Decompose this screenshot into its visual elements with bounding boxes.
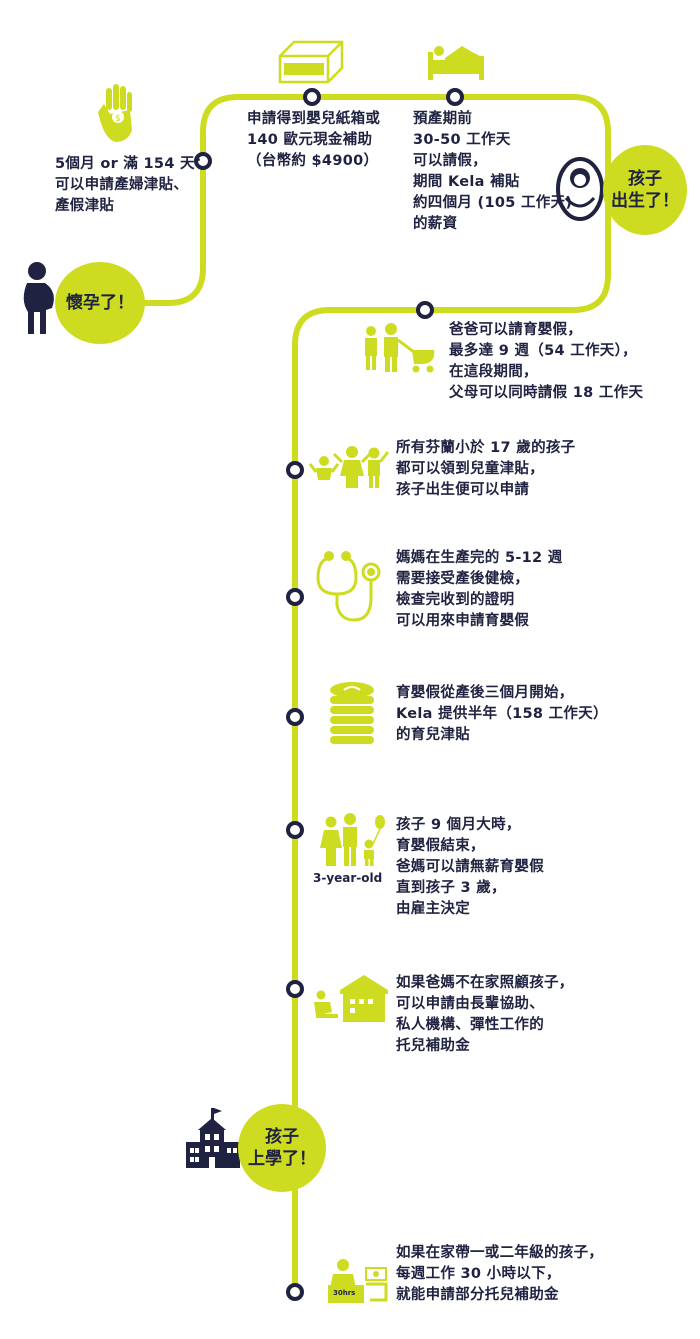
money-hand-icon: $ <box>98 84 132 142</box>
step-text: 5個月 or 滿 154 天： 可以申請產婦津貼、 產假津貼 <box>55 156 210 214</box>
step-text: 育嬰假從產後三個月開始， Kela 提供半年（158 工作天） 的育兒津貼 <box>396 685 608 743</box>
timeline-node <box>286 1283 304 1301</box>
hours-label: 30hrs <box>333 1289 356 1297</box>
age-label: 3-year-old <box>313 871 383 885</box>
milestone-pregnant: 懷孕了！ <box>55 262 145 344</box>
stethoscope-icon <box>316 551 381 622</box>
step-text: 如果爸媽不在家照顧孩子， 可以申請由長輩協助、 私人機構、彈性工作的 托兒補助金 <box>396 975 574 1054</box>
timeline-node <box>303 88 321 106</box>
step-text: 預產期前 30-50 工作天 可以請假， 期間 Kela 補貼 約四個月 (10… <box>413 111 573 232</box>
svg-text:$: $ <box>115 114 121 124</box>
timeline-node <box>286 461 304 479</box>
step-text: 孩子 9 個月大時， 育嬰假結束， 爸媽可以請無薪育嬰假 直到孩子 3 歲， 由… <box>396 817 544 917</box>
timeline-node <box>286 588 304 606</box>
coin-stack-icon <box>330 682 374 744</box>
step-text: 所有芬蘭小於 17 歲的孩子 都可以領到兒童津貼， 孩子出生便可以申請 <box>396 440 576 498</box>
school-building-icon <box>186 1108 240 1168</box>
timeline-node <box>416 301 434 319</box>
timeline-node <box>286 980 304 998</box>
daycare-house-icon <box>314 975 388 1022</box>
family-children-icon <box>308 446 390 488</box>
pregnant-woman-icon <box>23 262 54 334</box>
timeline-node <box>286 708 304 726</box>
timeline-path <box>142 94 611 1298</box>
timeline-node <box>446 88 464 106</box>
step-text: 如果在家帶一或二年級的孩子， 每週工作 30 小時以下， 就能申請部分托兒補助金 <box>396 1245 604 1303</box>
milestone-born: 孩子 出生了！ <box>603 145 687 235</box>
baby-box-icon <box>278 40 344 84</box>
step-text: 媽媽在生產完的 5-12 週 需要接受產後健檢， 檢查完收到的證明 可以用來申請… <box>396 550 563 629</box>
family-balloon-icon <box>320 813 385 866</box>
bed-icon <box>428 46 484 80</box>
step-text: 申請得到嬰兒紙箱或 140 歐元現金補助 （台幣約 $4900） <box>247 111 381 169</box>
worker-money-icon <box>328 1259 388 1303</box>
timeline-node <box>286 821 304 839</box>
timeline-node <box>194 152 212 170</box>
step-text: 爸爸可以請育嬰假， 最多達 9 週（54 工作天）， 在這段期間， 父母可以同時… <box>449 322 644 401</box>
swaddled-baby-icon <box>556 157 604 221</box>
father-stroller-icon <box>365 323 435 373</box>
milestone-school: 孩子 上學了！ <box>238 1104 326 1192</box>
